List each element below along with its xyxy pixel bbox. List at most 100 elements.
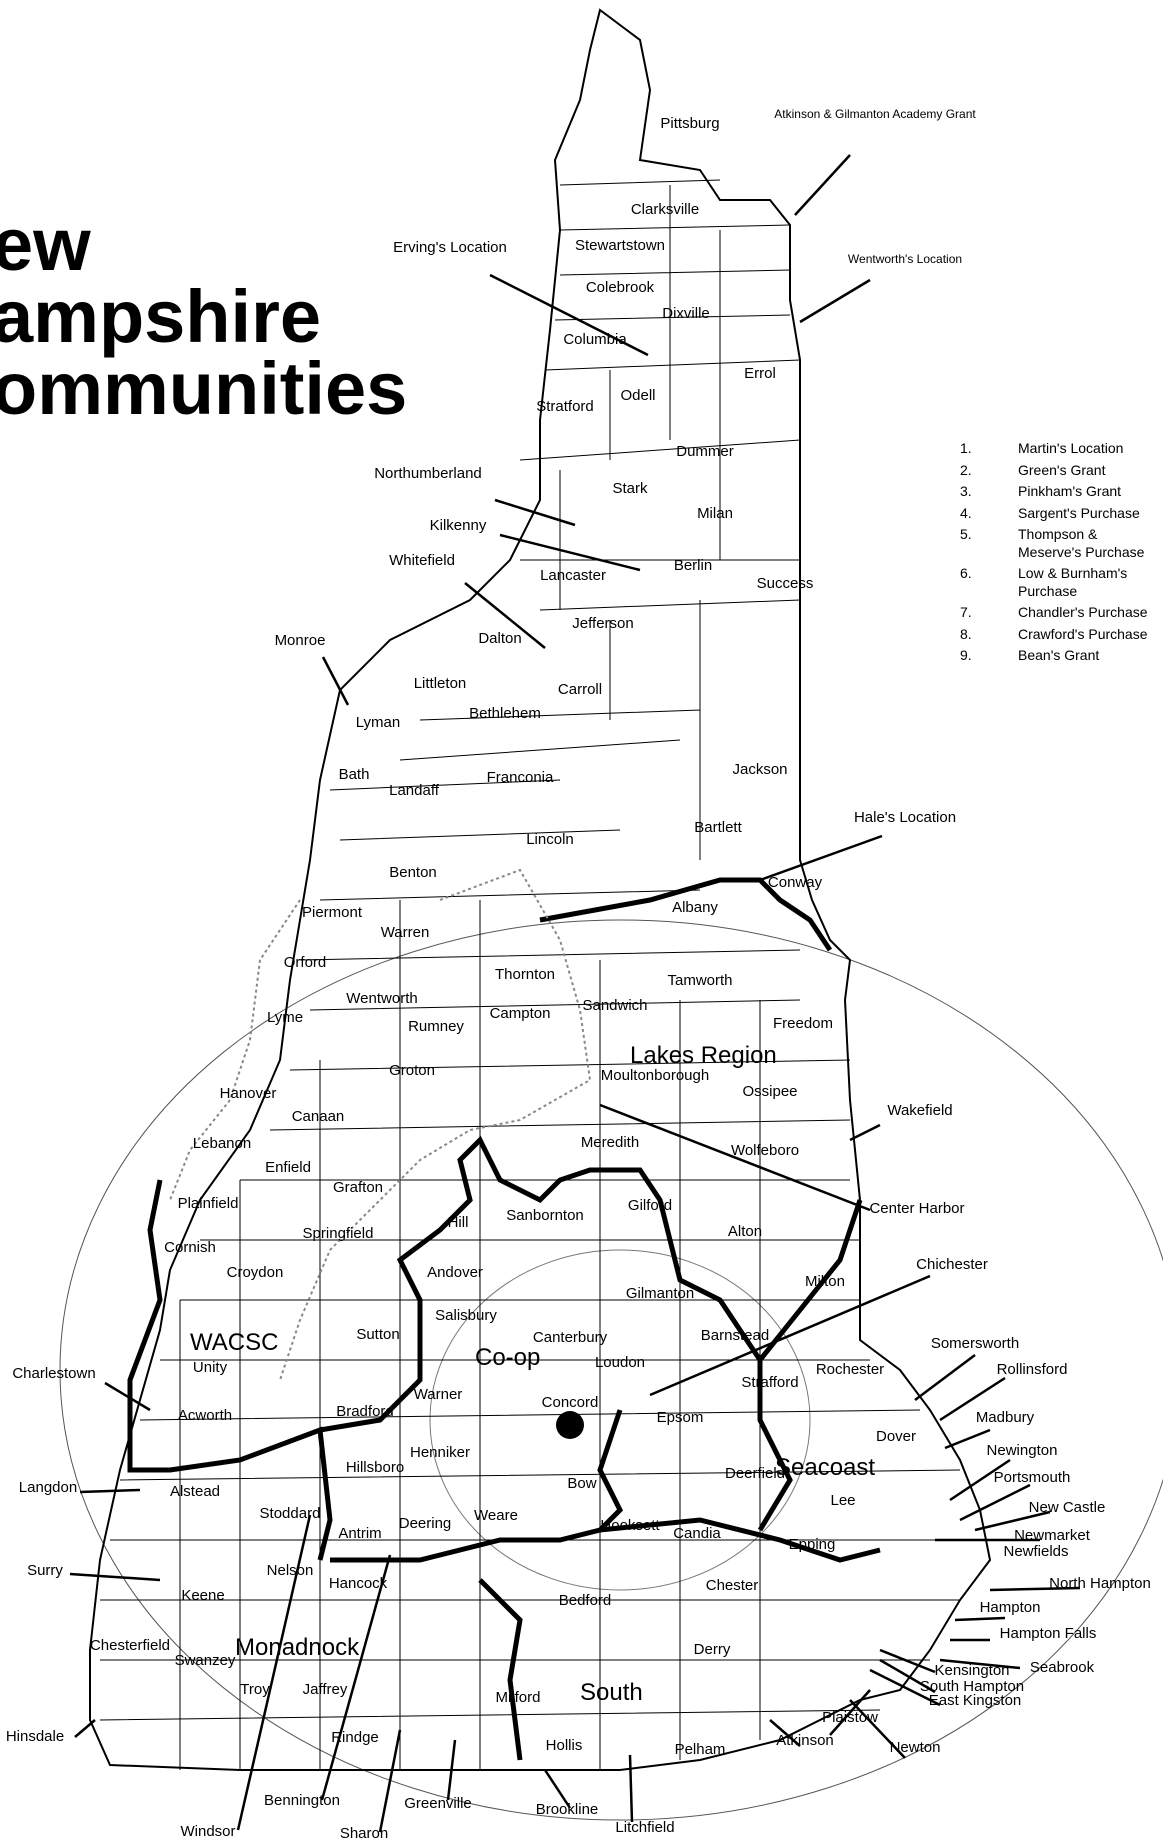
town-label: Pelham bbox=[675, 1741, 726, 1758]
town-label: Jefferson bbox=[572, 615, 633, 632]
town-label: Lyman bbox=[356, 714, 400, 731]
town-label: Newton bbox=[890, 1739, 941, 1756]
town-label: Jaffrey bbox=[303, 1681, 348, 1698]
town-label: Seabrook bbox=[1030, 1659, 1095, 1676]
legend-number: 9. bbox=[960, 647, 972, 663]
town-label: Deerfield bbox=[725, 1465, 785, 1482]
town-label: South Hampton bbox=[920, 1678, 1024, 1695]
town-label: Keene bbox=[181, 1587, 224, 1604]
town-label: Milford bbox=[495, 1689, 540, 1706]
town-label: Chester bbox=[706, 1577, 759, 1594]
town-label: Bennington bbox=[264, 1792, 340, 1809]
legend-name: Pinkham's Grant bbox=[1018, 483, 1122, 499]
town-label: Bartlett bbox=[694, 819, 742, 836]
town-label: Lancaster bbox=[540, 567, 606, 584]
town-label: Dover bbox=[876, 1428, 916, 1445]
town-label: Northumberland bbox=[374, 465, 482, 482]
town-label: Newmarket bbox=[1014, 1527, 1091, 1544]
town-label: Warner bbox=[414, 1386, 463, 1403]
town-label: Campton bbox=[490, 1005, 551, 1022]
town-label: Sharon bbox=[340, 1825, 388, 1842]
town-label: Sutton bbox=[356, 1326, 399, 1343]
town-label: Conway bbox=[768, 874, 823, 891]
town-label: Bradford bbox=[336, 1403, 394, 1420]
town-label: Newington bbox=[987, 1442, 1058, 1459]
town-label: Derry bbox=[694, 1641, 731, 1658]
town-label: Troy bbox=[240, 1681, 270, 1698]
town-label: Tamworth bbox=[667, 972, 732, 989]
town-label: Candia bbox=[673, 1525, 721, 1542]
town-label: Bath bbox=[339, 766, 370, 783]
town-label: Rumney bbox=[408, 1018, 464, 1035]
town-label: Odell bbox=[620, 387, 655, 404]
town-label: Dalton bbox=[478, 630, 521, 647]
legend-name: Sargent's Purchase bbox=[1018, 504, 1140, 521]
town-label: Surry bbox=[27, 1562, 63, 1579]
legend-number: 4. bbox=[960, 504, 972, 521]
town-label: Cornish bbox=[164, 1239, 216, 1256]
town-label: Ossipee bbox=[742, 1083, 797, 1100]
town-label: Gilford bbox=[628, 1197, 672, 1214]
legend-number: 2. bbox=[960, 461, 972, 478]
legend-row: 9.Bean's Grant bbox=[960, 647, 1158, 665]
town-label: Clarksville bbox=[631, 201, 699, 218]
town-label: Brookline bbox=[536, 1801, 599, 1818]
region-label-coop: Co-op bbox=[475, 1344, 540, 1371]
town-label: Canterbury bbox=[533, 1329, 608, 1346]
town-label: Deering bbox=[399, 1515, 452, 1532]
town-label: Antrim bbox=[338, 1525, 381, 1542]
town-label: Groton bbox=[389, 1062, 435, 1079]
town-label: Somersworth bbox=[931, 1335, 1019, 1352]
grey-region-boundary bbox=[169, 868, 592, 1381]
legend-row: 1.Martin's Location bbox=[960, 440, 1158, 458]
legend-row: 6. Low & Burnham's Purchase bbox=[960, 565, 1158, 600]
legend-number: 7. bbox=[960, 604, 972, 620]
town-label: Salisbury bbox=[435, 1307, 497, 1324]
town-label: Center Harbor bbox=[869, 1200, 964, 1217]
town-label: Newfields bbox=[1003, 1543, 1068, 1560]
town-label: Stewartstown bbox=[575, 237, 665, 254]
legend-row: 7. Chandler's Purchase bbox=[960, 604, 1158, 622]
town-label: Loudon bbox=[595, 1354, 645, 1371]
town-label: Grafton bbox=[333, 1179, 383, 1196]
town-label: Unity bbox=[193, 1359, 228, 1376]
town-label: Chichester bbox=[916, 1256, 988, 1273]
town-label: Meredith bbox=[581, 1134, 639, 1151]
title-line-2: ampshire bbox=[0, 275, 322, 358]
town-label: Lyme bbox=[267, 1009, 303, 1026]
town-label: Milan bbox=[697, 505, 733, 522]
town-label: Hampton Falls bbox=[1000, 1625, 1097, 1642]
region-boundaries bbox=[127, 877, 881, 1761]
town-label: Epsom bbox=[657, 1409, 704, 1426]
town-label: Swanzey bbox=[175, 1652, 236, 1669]
legend-name: Chandler's Purchase bbox=[1018, 604, 1148, 620]
legend-number: 6. bbox=[960, 565, 972, 581]
town-label: Nelson bbox=[267, 1562, 314, 1579]
callout-arrows bbox=[69, 154, 1081, 1833]
legend-number: 5. bbox=[960, 526, 972, 542]
town-label: Greenville bbox=[404, 1795, 472, 1812]
town-label: Benton bbox=[389, 864, 437, 881]
legend-row: 8.Crawford's Purchase bbox=[960, 626, 1158, 644]
town-label: Rochester bbox=[816, 1361, 884, 1378]
town-label: Lee bbox=[830, 1492, 855, 1509]
town-label: Rollinsford bbox=[997, 1361, 1068, 1378]
town-label: Enfield bbox=[265, 1159, 311, 1176]
town-label: Bethlehem bbox=[469, 705, 541, 722]
town-label: Dixville bbox=[662, 305, 710, 322]
region-label-wacsc: WACSC bbox=[190, 1329, 278, 1356]
town-label: Hillsboro bbox=[346, 1459, 404, 1476]
town-label: Canaan bbox=[292, 1108, 345, 1125]
town-label: Hill bbox=[448, 1214, 469, 1231]
legend-name: Low & Burnham's Purchase bbox=[1018, 565, 1128, 599]
town-label: Madbury bbox=[976, 1409, 1035, 1426]
town-label: Alstead bbox=[170, 1483, 220, 1500]
town-label: Plaistow bbox=[822, 1709, 878, 1726]
region-label-south: South bbox=[580, 1679, 643, 1706]
town-label: Bow bbox=[567, 1475, 596, 1492]
legend-number: 3. bbox=[960, 483, 972, 499]
town-label: Landaff bbox=[389, 782, 440, 799]
title-line-1: ew bbox=[0, 203, 91, 286]
town-label: Stoddard bbox=[260, 1505, 321, 1522]
town-label: New Castle bbox=[1029, 1499, 1106, 1516]
